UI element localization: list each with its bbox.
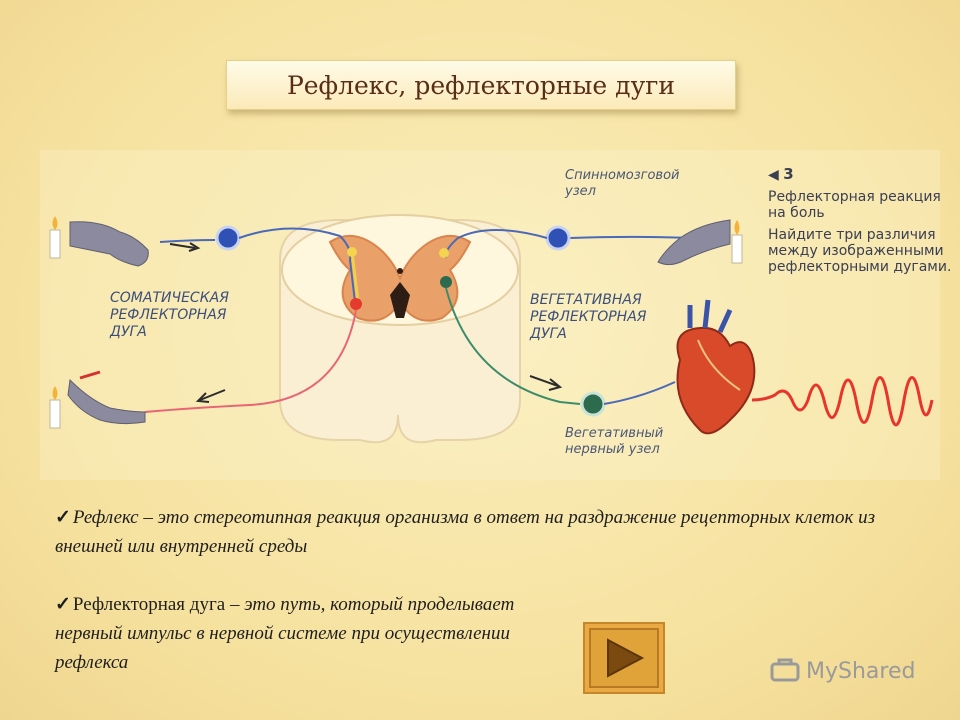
reflex-arc-diagram: Спинномозговой узел СОМАТИЧЕСКАЯ РЕФЛЕКТ… (40, 150, 940, 480)
myshared-logo-icon (770, 658, 800, 682)
hand-icon (67, 370, 146, 425)
definition-term: Рефлекторная дуга (72, 594, 226, 615)
figure-number: 3 (783, 165, 794, 183)
play-icon (607, 638, 645, 678)
vegetative-ganglion-icon (580, 391, 606, 417)
definition-text: – это стереотипная реакция организма в о… (55, 507, 876, 557)
hand-icon (657, 219, 731, 266)
check-icon: ✓ (55, 507, 71, 528)
label-vegetative-ganglion: Вегетативный нервный узел (565, 426, 664, 457)
watermark-text: MyShared (806, 658, 916, 684)
heart-icon (676, 299, 756, 435)
candle-icon (731, 220, 743, 264)
title-box: Рефлекс, рефлекторные дуги (226, 60, 736, 110)
candle-icon (49, 216, 61, 259)
next-slide-button[interactable] (583, 622, 665, 694)
play-marker-icon: ◀ (768, 167, 779, 183)
motor-neuron-icon (350, 298, 362, 310)
spinal-ganglion-icon (545, 225, 571, 251)
somatic-ganglion-icon (215, 225, 241, 251)
diagram-svg (40, 150, 940, 480)
side-note-line1: Рефлекторная реакция на боль (768, 189, 941, 221)
label-vegetative-arc: ВЕГЕТАТИВНАЯ РЕФЛЕКТОРНАЯ ДУГА (530, 292, 647, 342)
side-note: ◀ 3 Рефлекторная реакция на боль Найдите… (768, 166, 953, 281)
page-title: Рефлекс, рефлекторные дуги (286, 70, 676, 100)
check-icon: ✓ (55, 594, 71, 615)
definition-arc: ✓Рефлекторная дуга – это путь, который п… (55, 590, 575, 677)
label-somatic-arc: СОМАТИЧЕСКАЯ РЕФЛЕКТОРНАЯ ДУГА (110, 290, 229, 340)
watermark: MyShared (770, 658, 915, 684)
spinal-cord-icon (279, 214, 521, 444)
candle-icon (49, 386, 61, 429)
definition-reflex: ✓Рефлекс – это стереотипная реакция орга… (55, 503, 895, 561)
response-wave (751, 376, 934, 427)
definition-term: Рефлекс (72, 507, 139, 528)
hand-icon (69, 221, 149, 267)
side-note-line2: Найдите три различия между изображенными… (768, 227, 952, 275)
definition-text: – это путь, который проделывает нервный … (55, 594, 515, 673)
label-spinal-ganglion: Спинномозговой узел (565, 168, 680, 199)
